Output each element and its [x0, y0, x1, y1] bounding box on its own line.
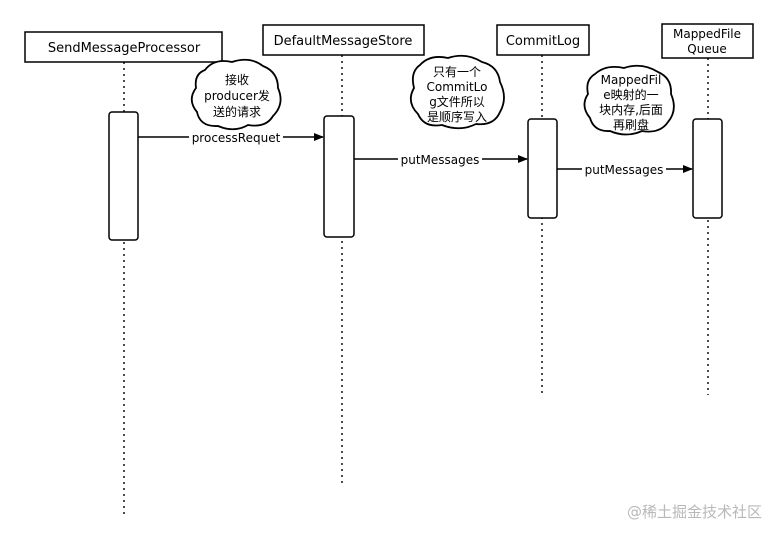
- cloud-shape: [190, 58, 282, 131]
- participant-box: [661, 23, 754, 59]
- message-label: processRequet: [192, 131, 281, 145]
- participant-mappedfilequeue: MappedFile Queue: [661, 23, 754, 59]
- message-label-bg: [189, 130, 283, 145]
- participant-commitlog: CommitLog: [496, 24, 590, 56]
- message-putmessages-2: putMessages: [557, 162, 693, 177]
- message-label-bg: [582, 162, 666, 177]
- note-line: CommitLo: [427, 80, 488, 94]
- cloud-shape: [583, 64, 675, 136]
- participant-box: [496, 24, 590, 56]
- note-line: 只有一个: [433, 65, 481, 79]
- participant-defaultmessagestore: DefaultMessageStore: [262, 24, 425, 56]
- participant-label-line-1: MappedFile: [673, 27, 741, 41]
- activation-mappedfilequeue: [692, 118, 723, 219]
- note-line: producer发: [204, 88, 270, 103]
- note-line: 接收: [225, 72, 249, 87]
- note-line: 是顺序写入: [427, 109, 487, 124]
- participant-box: [262, 24, 425, 56]
- participant-sendmessageprocessor: SendMessageProcessor: [24, 31, 223, 63]
- participant-label: DefaultMessageStore: [274, 34, 413, 49]
- activation-defaultmessagestore: [323, 115, 355, 238]
- participant-label: SendMessageProcessor: [48, 41, 201, 56]
- note-cloud-receive-request: 接收 producer发 送的请求: [190, 58, 282, 131]
- participant-label-line-2: Queue: [687, 42, 726, 56]
- participant-label: CommitLog: [506, 34, 580, 49]
- lifelines: [123, 55, 709, 515]
- cloud-shape: [409, 54, 505, 130]
- activations: [108, 111, 723, 241]
- message-label: putMessages: [401, 153, 480, 167]
- participant-box: [24, 31, 223, 63]
- note-line: e映射的一: [603, 87, 658, 102]
- activation-commitlog: [527, 118, 558, 219]
- watermark-text: @稀土掘金技术社区: [627, 503, 762, 521]
- note-cloud-single-commitlog: 只有一个 CommitLo g文件所以 是顺序写入: [409, 54, 505, 130]
- note-line: 块内存,后面: [599, 103, 663, 117]
- message-label: putMessages: [585, 163, 664, 177]
- note-line: g文件所以: [429, 94, 485, 109]
- note-cloud-mappedfile-memory: MappedFil e映射的一 块内存,后面 再刷盘: [583, 64, 675, 136]
- note-line: 送的请求: [213, 104, 261, 119]
- message-putmessages-1: putMessages: [354, 152, 528, 167]
- message-processrequet: processRequet: [138, 130, 324, 145]
- activation-sendmessageprocessor: [108, 111, 139, 241]
- note-line: MappedFil: [601, 73, 662, 87]
- message-label-bg: [398, 152, 482, 167]
- note-line: 再刷盘: [613, 117, 649, 132]
